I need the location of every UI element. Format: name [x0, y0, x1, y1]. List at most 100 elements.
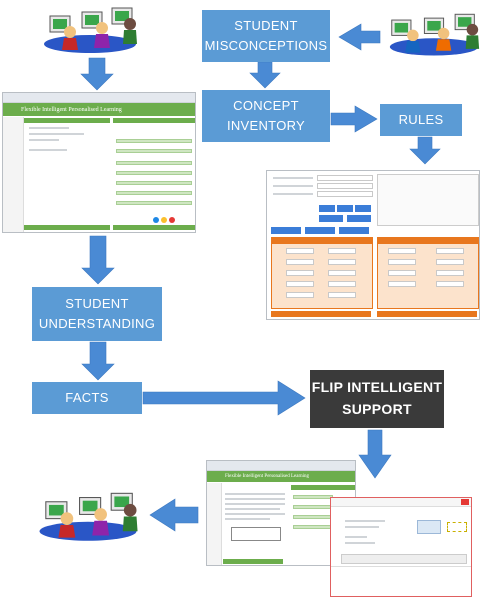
rule-button[interactable]: [319, 215, 343, 222]
table-select[interactable]: [328, 259, 356, 265]
students-at-computers-icon: [389, 13, 480, 56]
table-select[interactable]: [436, 259, 464, 265]
table-select[interactable]: [436, 270, 464, 276]
rule-button[interactable]: [347, 215, 371, 222]
rule-button[interactable]: [337, 205, 353, 212]
feedback-row: [293, 525, 333, 529]
arrow-right-1: [330, 105, 378, 133]
code-line: [345, 536, 367, 538]
rule-button[interactable]: [355, 205, 371, 212]
variable-box: [417, 520, 441, 534]
rule-button[interactable]: [319, 205, 335, 212]
node-text-line: STUDENT: [234, 17, 298, 33]
feedback-footer: [113, 225, 195, 230]
table-select[interactable]: [388, 281, 416, 287]
table-select[interactable]: [388, 270, 416, 276]
feedback-row: [116, 191, 192, 195]
text-line: [225, 493, 285, 495]
app-title: Flexible Intelligent Personalised Learni…: [225, 474, 310, 479]
feedback-row: [116, 139, 192, 143]
table-select[interactable]: [388, 259, 416, 265]
form-field: [317, 175, 373, 181]
table-select[interactable]: [436, 248, 464, 254]
app-banner: Flexible Intelligent Personalised Learni…: [207, 471, 355, 482]
form-label: [273, 193, 313, 195]
arrow-down-6: [358, 429, 392, 479]
table-header: [272, 238, 372, 244]
text-line: [225, 508, 280, 510]
sidebar: [3, 117, 24, 232]
table-select[interactable]: [286, 259, 314, 265]
table-select[interactable]: [328, 292, 356, 298]
browser-toolbar: [3, 93, 195, 103]
app-banner: Flexible Intelligent Personalised Learni…: [3, 103, 195, 116]
arrow-down-5: [81, 341, 115, 381]
error-icon: [169, 217, 175, 223]
diagram-grid: [231, 527, 281, 541]
table-footer: [271, 311, 371, 317]
language-footer: [24, 225, 110, 230]
sidebar: [207, 483, 222, 565]
form-label: [273, 177, 313, 179]
rule-button[interactable]: [271, 227, 301, 234]
status-icon: [153, 217, 159, 223]
actions-table: [377, 237, 479, 309]
table-select[interactable]: [286, 248, 314, 254]
feedback-row: [116, 181, 192, 185]
arrow-down-2: [249, 61, 281, 89]
feedback-header: [291, 485, 355, 490]
form-field: [317, 183, 373, 189]
rule-button[interactable]: [305, 227, 335, 234]
students-at-computers-icon: [39, 492, 138, 541]
table-select[interactable]: [328, 270, 356, 276]
feedback-row: [116, 201, 192, 205]
feedback-row: [116, 161, 192, 165]
node-text-line: RULES: [398, 111, 444, 127]
code-line: [345, 542, 375, 544]
close-icon[interactable]: [461, 499, 469, 505]
editor-header: [24, 118, 110, 123]
code-line: [29, 149, 67, 151]
table-select[interactable]: [286, 281, 314, 287]
conditions-table: [271, 237, 373, 309]
flip-support-screenshot: Flexible Intelligent Personalised Learni…: [206, 460, 356, 566]
node-text-line: INVENTORY: [226, 118, 306, 133]
feedback-row: [293, 505, 333, 509]
table-select[interactable]: [436, 281, 464, 287]
table-select[interactable]: [388, 248, 416, 254]
text-line: [225, 503, 285, 505]
form-label: [273, 185, 313, 187]
table-header: [378, 238, 478, 244]
rule-text-area[interactable]: [377, 174, 479, 226]
feedback-row: [116, 171, 192, 175]
node-rules: RULES: [380, 104, 462, 136]
table-select[interactable]: [286, 292, 314, 298]
code-line: [345, 520, 385, 522]
table-select[interactable]: [286, 270, 314, 276]
node-text-line: STUDENT: [65, 295, 129, 311]
code-line: [29, 139, 59, 141]
flip-editor-screenshot: Flexible Intelligent Personalised Learni…: [2, 92, 196, 233]
rule-button[interactable]: [339, 227, 369, 234]
node-facts: FACTS: [32, 382, 142, 414]
node-text-line: MISCONCEPTIONS: [204, 38, 328, 53]
table-select[interactable]: [328, 281, 356, 287]
text-line: [225, 518, 270, 520]
support-dialog-screenshot: [330, 497, 472, 597]
feedback-row: [293, 495, 333, 499]
text-line: [225, 498, 285, 500]
code-line: [29, 133, 84, 135]
app-title: Flexible Intelligent Personalised Learni…: [21, 106, 122, 113]
dialog-tabs[interactable]: [341, 554, 467, 564]
feedback-header: [113, 118, 195, 123]
browser-toolbar: [207, 461, 355, 471]
node-text-line: SUPPORT: [342, 401, 412, 417]
arrow-left-1: [338, 23, 381, 51]
arrow-left-2: [149, 498, 199, 532]
table-select[interactable]: [328, 248, 356, 254]
value-box: [447, 522, 467, 532]
code-line: [29, 127, 69, 129]
